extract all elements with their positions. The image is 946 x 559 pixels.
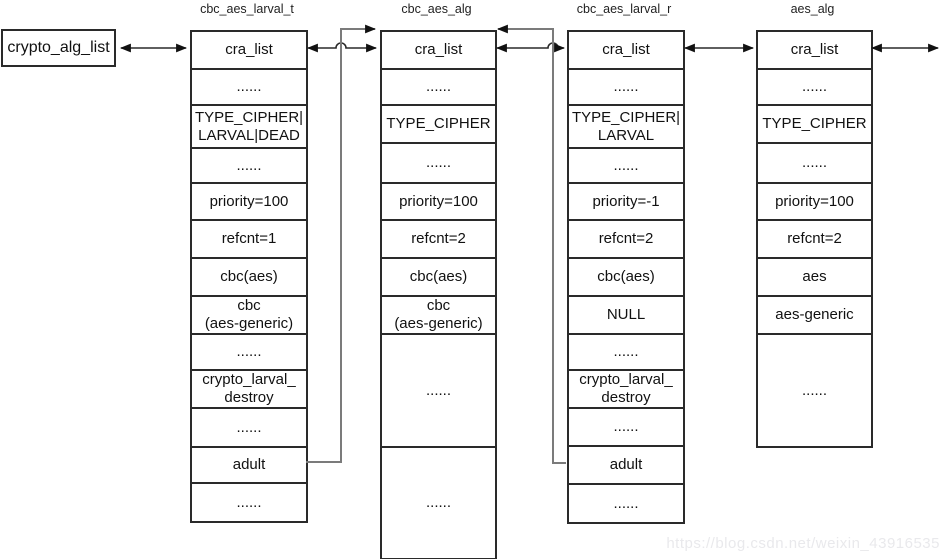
field-cbc_aes_larval_r-8: ......	[569, 333, 683, 369]
field-cbc_aes_larval_t-8: ......	[192, 333, 306, 369]
field-cbc_aes_larval_t-9: crypto_larval_ destroy	[192, 369, 306, 407]
adult-pointer-larval_t-to-alg	[306, 24, 377, 463]
field-aes_alg-7: aes-generic	[758, 295, 871, 333]
field-aes_alg-5: refcnt=2	[758, 219, 871, 257]
node-crypto_alg_list-label: crypto_alg_list	[7, 39, 110, 56]
field-aes_alg-0: cra_list	[790, 41, 839, 58]
field-cbc_aes_larval_t-7: cbc (aes-generic)	[192, 295, 306, 333]
field-aes_alg-1: ......	[758, 68, 871, 104]
field-cbc_aes_alg-2: TYPE_CIPHER	[382, 104, 495, 142]
field-cbc_aes_alg-0: cra_list	[414, 41, 463, 58]
field-cbc_aes_alg-4: priority=100	[382, 182, 495, 219]
field-cbc_aes_larval_t-3: ......	[192, 147, 306, 182]
field-cbc_aes_larval_r-12: ......	[569, 483, 683, 522]
field-cbc_aes_larval_t-1: ......	[192, 68, 306, 104]
field-cbc_aes_larval_t-10: ......	[192, 407, 306, 446]
field-aes_alg-8: ......	[758, 333, 871, 446]
struct-label-aes_alg: aes_alg	[790, 2, 835, 16]
struct-label-cbc_aes_larval_r: cbc_aes_larval_r	[576, 2, 672, 16]
field-cbc_aes_alg-8: ......	[382, 333, 495, 446]
field-cbc_aes_larval_r-1: ......	[569, 68, 683, 104]
field-aes_alg-6: aes	[758, 257, 871, 295]
struct-label-cbc_aes_larval_t: cbc_aes_larval_t	[200, 2, 294, 16]
field-cbc_aes_larval_r-3: ......	[569, 147, 683, 182]
field-aes_alg-2: TYPE_CIPHER	[758, 104, 871, 142]
struct-aes_alg: cra_list......TYPE_CIPHER......priority=…	[756, 30, 873, 448]
field-aes_alg-4: priority=100	[758, 182, 871, 219]
field-cbc_aes_larval_r-2: TYPE_CIPHER| LARVAL	[569, 104, 683, 147]
struct-cbc_aes_alg: cra_list......TYPE_CIPHER......priority=…	[380, 30, 497, 559]
adult-pointer-larval_r-to-alg	[496, 24, 566, 464]
field-cbc_aes_larval_r-5: refcnt=2	[569, 219, 683, 257]
watermark: https://blog.csdn.net/weixin_43916535	[666, 535, 940, 552]
field-cbc_aes_larval_t-12: ......	[192, 482, 306, 521]
field-cbc_aes_larval_r-6: cbc(aes)	[569, 257, 683, 295]
field-cbc_aes_larval_t-0: cra_list	[225, 41, 273, 58]
field-cbc_aes_larval_t-2: TYPE_CIPHER| LARVAL|DEAD	[192, 104, 306, 147]
struct-label-cbc_aes_alg: cbc_aes_alg	[401, 2, 472, 16]
field-cbc_aes_alg-3: ......	[382, 142, 495, 182]
list-link-alg-to-larval_r	[495, 42, 566, 53]
field-aes_alg-3: ......	[758, 142, 871, 182]
field-cbc_aes_larval_r-9: crypto_larval_ destroy	[569, 369, 683, 407]
field-cbc_aes_alg-9: ......	[382, 446, 495, 558]
field-cbc_aes_alg-1: ......	[382, 68, 495, 104]
struct-cbc_aes_larval_t: cra_list......TYPE_CIPHER| LARVAL|DEAD..…	[190, 30, 308, 523]
field-cbc_aes_larval_r-4: priority=-1	[569, 182, 683, 219]
field-cbc_aes_larval_t-5: refcnt=1	[192, 219, 306, 257]
struct-cbc_aes_larval_r: cra_list......TYPE_CIPHER| LARVAL......p…	[567, 30, 685, 524]
node-crypto_alg_list: crypto_alg_list	[1, 29, 116, 67]
field-cbc_aes_larval_t-6: cbc(aes)	[192, 257, 306, 295]
field-cbc_aes_alg-6: cbc(aes)	[382, 257, 495, 295]
field-cbc_aes_larval_r-0: cra_list	[602, 41, 650, 58]
field-cbc_aes_alg-5: refcnt=2	[382, 219, 495, 257]
field-cbc_aes_larval_t-11: adult	[192, 446, 306, 482]
field-cbc_aes_alg-7: cbc (aes-generic)	[382, 295, 495, 333]
field-cbc_aes_larval_r-7: NULL	[569, 295, 683, 333]
field-cbc_aes_larval_r-10: ......	[569, 407, 683, 445]
list-link-larval_t-to-alg	[306, 42, 378, 53]
field-cbc_aes_larval_r-11: adult	[569, 445, 683, 483]
field-cbc_aes_larval_t-4: priority=100	[192, 182, 306, 219]
